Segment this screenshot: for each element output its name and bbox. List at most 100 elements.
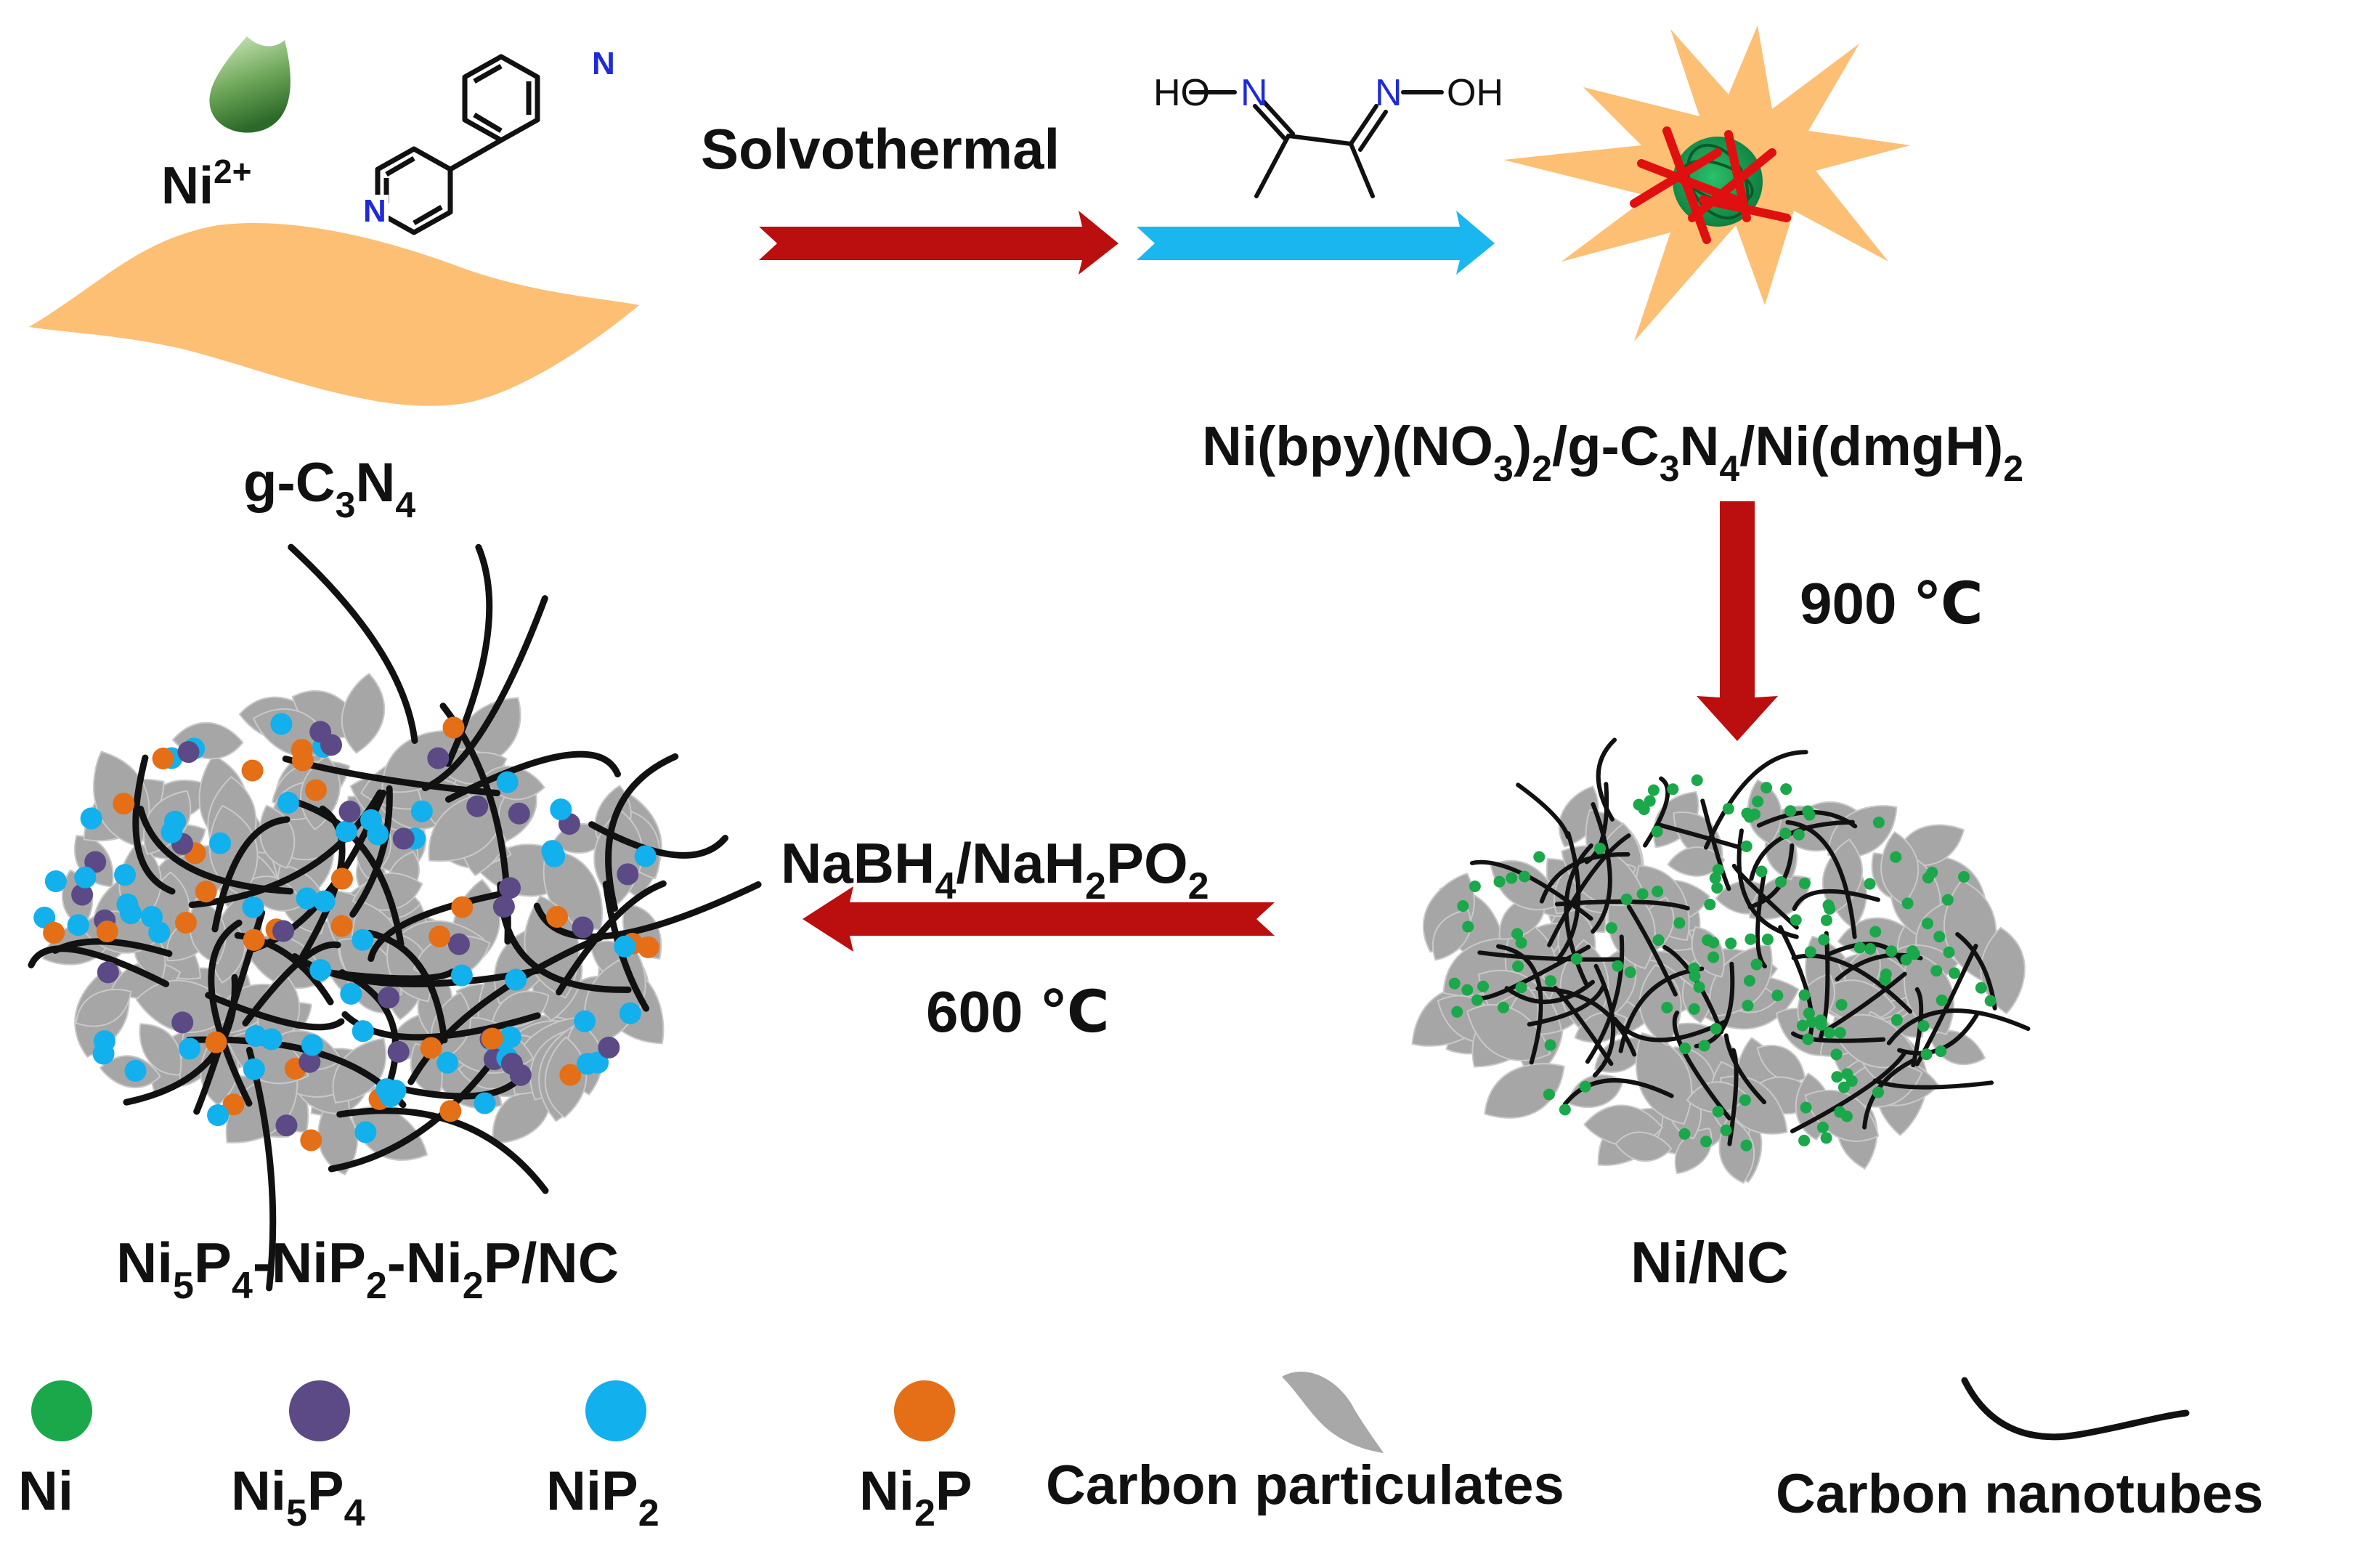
ni-nc-nickel-particles: [1448, 774, 1997, 1152]
metal-particle: [559, 1064, 582, 1086]
metal-particle: [1834, 1027, 1846, 1039]
metal-particle: [1667, 783, 1679, 796]
metal-particle: [1493, 875, 1506, 888]
carbon-nanotube: [28, 945, 170, 987]
metal-particle: [354, 1121, 377, 1144]
metal-particle: [1691, 774, 1703, 786]
final-cluster: [28, 543, 762, 1292]
metal-particle: [96, 920, 118, 943]
ni-nc-label: Ni/NC: [1630, 1230, 1789, 1295]
metal-particle: [1798, 1134, 1811, 1146]
carbon-nanotube: [1527, 984, 1606, 1027]
metal-particle: [1720, 1124, 1732, 1136]
final-product-label: Ni5P4-NiP2-Ni2P/NC: [116, 1231, 619, 1307]
metal-particle: [1885, 945, 1898, 958]
metal-particle: [1712, 1106, 1724, 1118]
metal-particle: [436, 1051, 459, 1074]
metal-particle: [298, 1051, 321, 1073]
metal-particle: [1647, 784, 1660, 796]
metal-particle: [1784, 805, 1797, 817]
carbon-nanotube: [123, 974, 238, 1106]
metal-particle: [152, 748, 174, 770]
metal-particle: [1921, 918, 1933, 930]
carbon-nanotube: [1504, 979, 1596, 1004]
metal-particle: [1755, 865, 1768, 878]
carbon-particulate: [1880, 830, 1920, 906]
metal-particle: [301, 1034, 323, 1056]
legend-nip2-marker: [585, 1380, 646, 1441]
metal-particle: [1900, 953, 1912, 966]
metal-particle: [277, 791, 299, 814]
metal-particle: [309, 959, 332, 982]
carbon-nanotube: [1731, 863, 1799, 930]
metal-particle: [1936, 994, 1948, 1006]
metal-particle: [1948, 967, 1960, 979]
carbon-nanotube: [1792, 889, 1880, 911]
metal-particle: [1652, 934, 1665, 947]
metal-particle: [242, 896, 264, 918]
metal-particle: [270, 713, 293, 735]
metal-particle: [1700, 1136, 1713, 1148]
metal-particle: [1804, 946, 1816, 958]
legend-ni5p4-label: Ni5P4: [231, 1460, 365, 1534]
metal-particle: [1864, 878, 1876, 890]
metal-particle: [330, 915, 353, 937]
legend: Ni Ni5P4 NiP2 Ni2P Carbon particulates C…: [18, 1371, 2263, 1534]
metal-particle: [1935, 1045, 1947, 1057]
legend-ni-marker: [31, 1380, 92, 1441]
metal-particle: [1477, 980, 1490, 992]
metal-particle: [1750, 958, 1763, 971]
carbon-nanotube: [605, 753, 679, 912]
metal-particle: [427, 747, 450, 769]
metal-particle: [1636, 888, 1649, 900]
carbon-nanotube: [132, 754, 176, 895]
carbon-nanotube: [1554, 899, 1690, 911]
metal-particle: [330, 867, 353, 890]
metal-particle: [43, 921, 65, 944]
metal-particle: [1644, 795, 1656, 807]
carbon-nanotube: [1657, 822, 1743, 850]
metal-particle: [124, 1059, 147, 1082]
metal-particle: [80, 807, 102, 830]
metal-particle: [1594, 842, 1607, 854]
metal-particle: [1506, 872, 1518, 884]
solvothermal-label: Solvothermal: [701, 117, 1060, 181]
metal-particle: [84, 851, 107, 873]
metal-particle: [1837, 1081, 1850, 1093]
carbon-nanotube: [1585, 934, 1625, 1064]
metal-particle: [1725, 937, 1737, 950]
oxime-n-right: N: [1375, 72, 1402, 114]
metal-particle: [420, 1037, 442, 1059]
carbon-nanotube: [137, 805, 294, 895]
metal-particle: [546, 905, 569, 928]
metal-particle: [1462, 920, 1474, 933]
metal-particle: [1544, 975, 1556, 987]
metal-particle: [1461, 984, 1474, 996]
carbon-particulate: [341, 672, 386, 754]
metal-particle: [634, 845, 657, 867]
carbon-nanotube: [1822, 971, 1907, 1034]
metal-particle: [71, 883, 94, 906]
metal-particle: [509, 1064, 532, 1086]
metal-particle: [313, 890, 336, 912]
metal-particle: [1605, 922, 1617, 934]
metal-particle: [1570, 952, 1583, 965]
metal-particle: [505, 968, 527, 991]
metal-particle: [541, 840, 564, 862]
temp-900-label: 900 ℃: [1800, 571, 1983, 636]
g-c3n4-label: g-C3N4: [243, 452, 415, 525]
carbon-nanotube: [392, 1077, 520, 1100]
metal-particle: [1792, 828, 1805, 841]
metal-particle: [222, 1093, 245, 1116]
metal-particle: [508, 802, 530, 825]
metal-particle: [1579, 1080, 1591, 1093]
carbon-particulate: [1686, 1081, 1748, 1114]
metal-particle: [474, 1092, 496, 1114]
metal-particle: [1515, 936, 1527, 949]
metal-particle: [113, 793, 135, 815]
metal-particle: [1707, 936, 1720, 949]
carbon-nanotube: [1477, 950, 1621, 962]
metal-particle: [1742, 1000, 1754, 1012]
metal-particle: [387, 1040, 410, 1063]
metal-particle: [1841, 1068, 1853, 1080]
